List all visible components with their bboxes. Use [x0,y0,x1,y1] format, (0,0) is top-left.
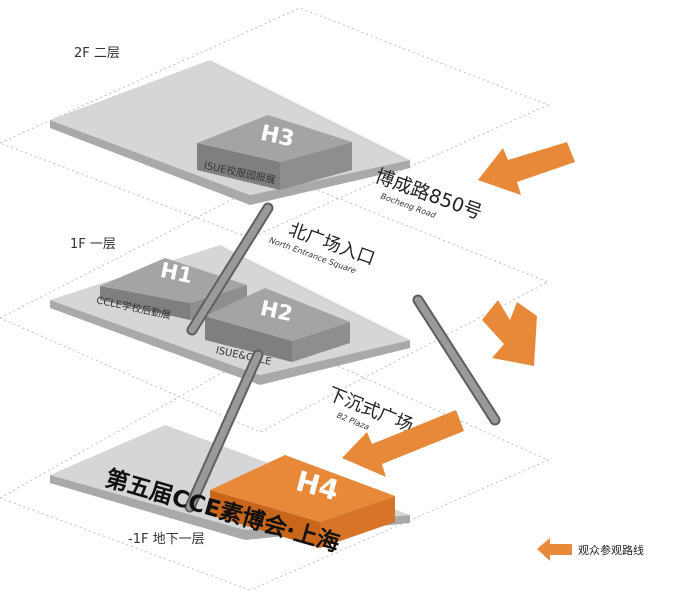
route-legend-arrow-icon [537,538,572,561]
route-legend-label: 观众参观路线 [578,543,644,557]
north-entrance-label: 北广场入口 North Entrance Square [268,219,378,275]
floor-2f-slab-side [50,120,410,205]
route-arrow-street [478,142,575,195]
escalators [184,202,501,513]
floor-2f-outline [0,7,550,239]
floor-outlines [0,7,550,591]
floor-b1-label: -1F 地下一层 [128,532,205,547]
hall-h3-top [197,115,352,162]
escalator-2f-1f[interactable] [186,202,274,336]
hall-h4-top [210,455,395,522]
hall-h2-top [205,288,350,341]
floor-b1-outline [0,339,550,591]
floor-2f: H3 ISUE校服园服展 2F 二层 [50,46,410,205]
hall-h2-side [292,322,350,362]
hall-h1-front [100,286,190,320]
route-arrow-down [482,300,537,366]
legend: 观众参观路线 [537,538,644,561]
hall-h4[interactable]: H4 [210,455,395,548]
hall-h4-front [210,490,320,548]
floor-b1: H4 -1F 地下一层 [50,425,410,548]
floor-1f: H1 CCLE学校后勤展 H2 ISUE&CCLE 1F 一层 [50,237,410,385]
street-label: 博成路850号 Bocheng Road [372,165,485,224]
escalator-1f-b1[interactable] [184,349,264,513]
floor-1f-label: 1F 一层 [70,237,116,252]
escalator-north-entrance[interactable] [412,294,501,426]
floor-2f-label: 2F 二层 [74,46,120,61]
route-arrows [342,142,575,477]
route-arrow-plaza [342,410,464,477]
hall-h3-side [280,142,352,190]
hall-h4-side [320,496,395,548]
floor-1f-slab-side [50,300,410,385]
hall-h3-front [197,143,280,190]
hall-h2-front [205,316,292,362]
